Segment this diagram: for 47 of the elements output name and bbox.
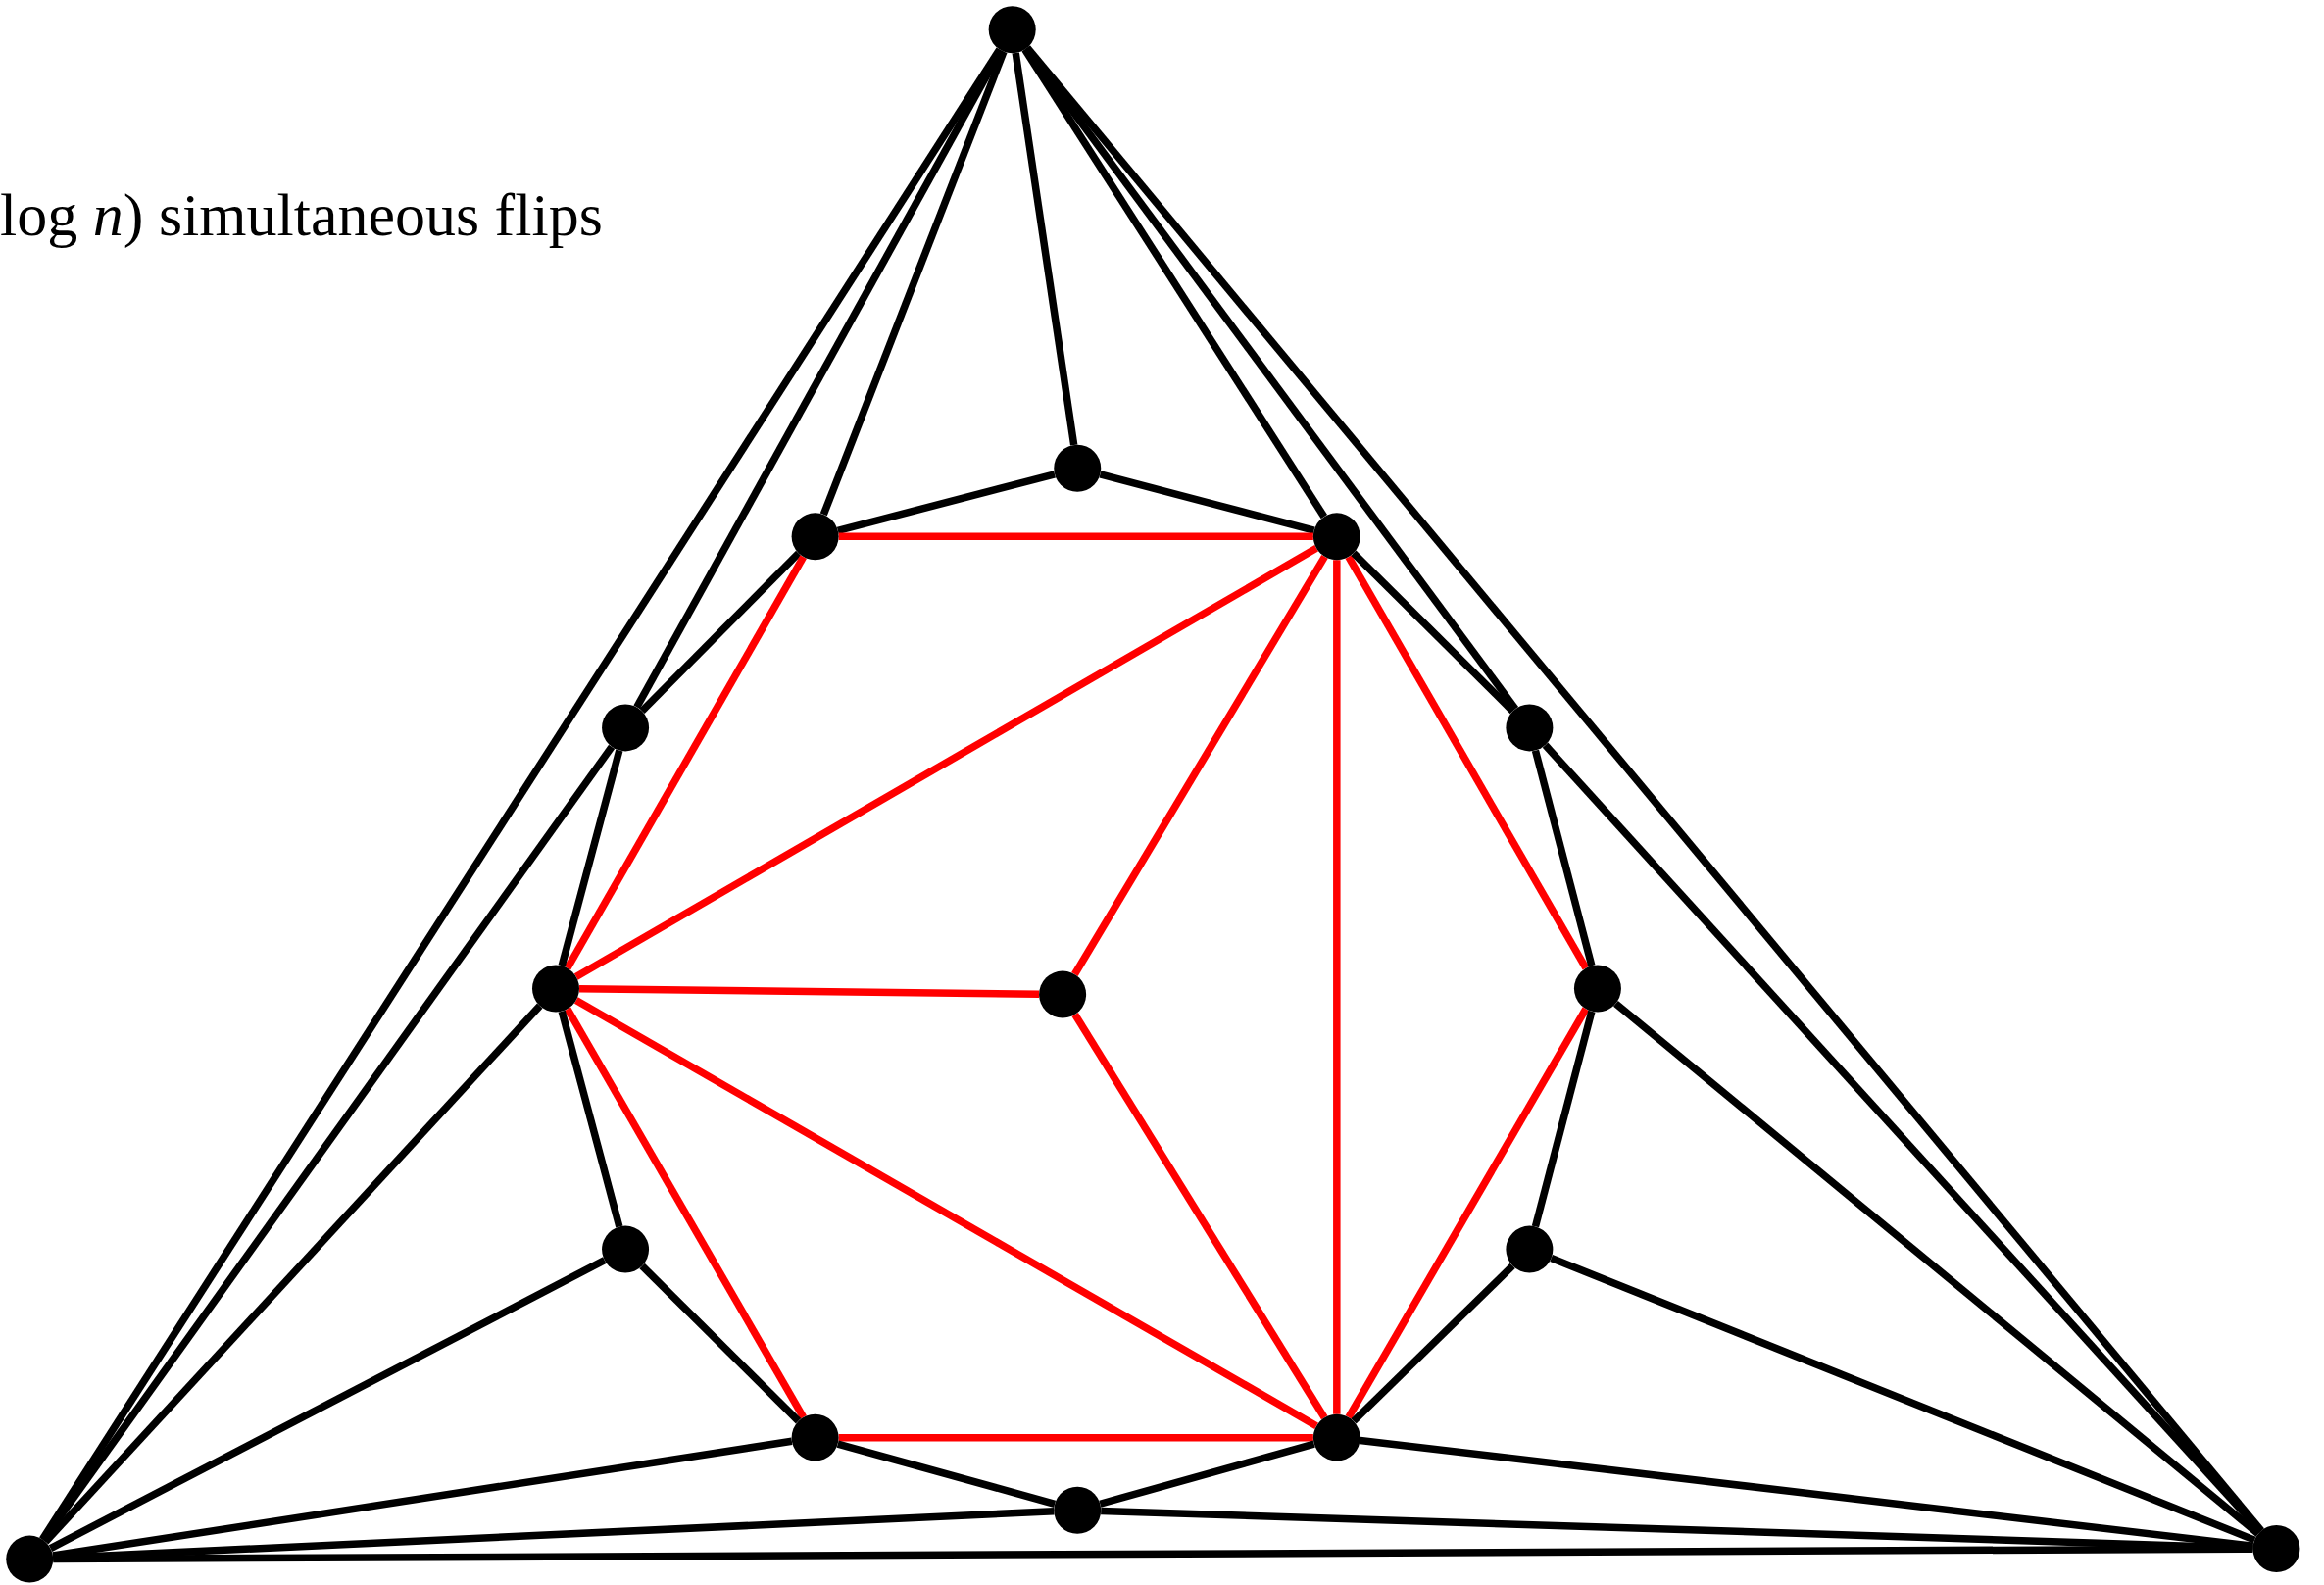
graph-edge [564, 1007, 807, 1419]
graph-edge [558, 749, 623, 967]
vertex-dot [1039, 970, 1087, 1018]
vertex-dot [1054, 1486, 1102, 1534]
graph-edge [836, 1440, 1057, 1508]
vertex-dot [1312, 513, 1360, 561]
graph-edge [639, 1263, 802, 1424]
graph-edge [1099, 471, 1315, 534]
graph-edge [1531, 749, 1596, 967]
graph-edge [1012, 52, 1078, 446]
graph-edge [633, 48, 1005, 710]
vertex-dot [1506, 1225, 1554, 1273]
vertex-dot [2252, 1525, 2300, 1573]
graph-edge [573, 545, 1318, 980]
graph-edge [838, 532, 1313, 541]
vertex-dot [1054, 444, 1102, 492]
vertex-dot [532, 965, 579, 1013]
graph-edge [578, 985, 1040, 998]
graph-edge [639, 550, 802, 714]
vertex-dot [791, 513, 839, 561]
graph-edge [1531, 1010, 1596, 1228]
graph-edge [1550, 1255, 2256, 1544]
graph-edge [1071, 1013, 1328, 1420]
graph-edge [838, 1433, 1313, 1442]
graph-edge [573, 997, 1318, 1429]
graph-edge [836, 471, 1056, 534]
graph-edge [558, 1010, 623, 1228]
graph-edge [1345, 555, 1590, 970]
vertex-dot [602, 704, 650, 752]
graph-edge [1333, 560, 1341, 1414]
vertex-dot [1312, 1413, 1360, 1461]
graph-edge [48, 1257, 607, 1552]
graph-edge [564, 555, 807, 970]
graph-edge [1351, 1263, 1515, 1424]
graph-edge [1071, 555, 1328, 976]
vertex-dot [602, 1225, 650, 1273]
vertex-dot [791, 1413, 839, 1461]
vertex-dot [6, 1535, 54, 1583]
graph-edge [1099, 1440, 1315, 1508]
graph-edge [1345, 1007, 1590, 1419]
annotation-text: log n) simultaneous flips [0, 181, 603, 249]
vertex-dot [1573, 965, 1621, 1013]
graph-edge [1351, 550, 1515, 715]
vertex-dot [1506, 704, 1554, 752]
graph-edge [53, 1545, 2253, 1563]
graph-edge [819, 50, 1008, 517]
vertex-dot [988, 6, 1036, 54]
